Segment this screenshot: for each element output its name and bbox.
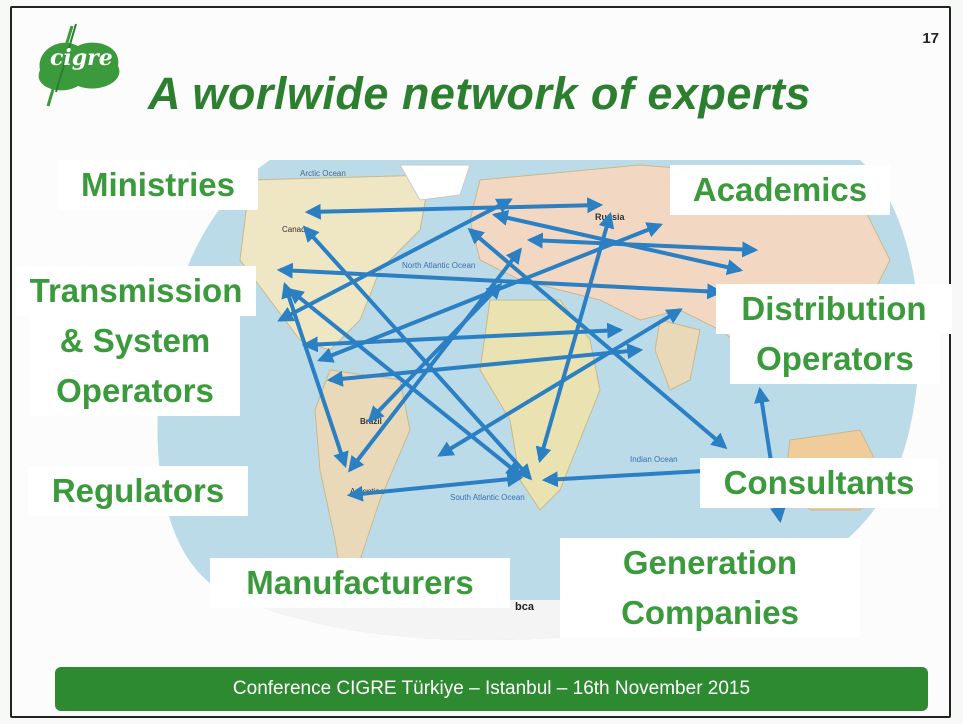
label-dso-line1: Distribution xyxy=(716,284,952,334)
arrow xyxy=(301,322,624,353)
label-tso-line2: & System xyxy=(30,316,240,366)
label-tso-line1: Transmission xyxy=(16,266,256,316)
label-academics: Academics xyxy=(670,165,890,215)
page-number: 17 xyxy=(922,30,939,47)
region-label: South Atlantic Ocean xyxy=(450,493,525,502)
label-manufacturers: Manufacturers xyxy=(210,558,510,608)
arrow xyxy=(346,471,524,502)
greenland xyxy=(399,164,471,201)
label-ministries: Ministries xyxy=(58,160,258,210)
region-label: North Atlantic Ocean xyxy=(402,261,475,270)
label-generation-line2: Companies xyxy=(560,588,860,638)
label-consultants: Consultants xyxy=(700,458,938,508)
logo-text: cigre xyxy=(50,45,113,71)
region-label: Arctic Ocean xyxy=(300,169,346,178)
slide-title: A worlwide network of experts xyxy=(148,68,811,119)
label-generation-line1: Generation xyxy=(560,538,860,588)
map-bottom-text: bca xyxy=(515,601,535,613)
cigre-logo-icon xyxy=(38,23,120,107)
region-label: Indian Ocean xyxy=(630,455,678,464)
connection-arrows xyxy=(276,197,786,524)
arrow xyxy=(541,462,724,488)
label-tso-line3: Operators xyxy=(30,366,240,416)
arrow xyxy=(526,232,759,258)
footer-banner: Conference CIGRE Türkiye – Istanbul – 16… xyxy=(55,667,928,711)
arrow xyxy=(437,308,683,457)
label-regulators: Regulators xyxy=(28,466,248,516)
label-dso-line2: Operators xyxy=(730,334,940,384)
